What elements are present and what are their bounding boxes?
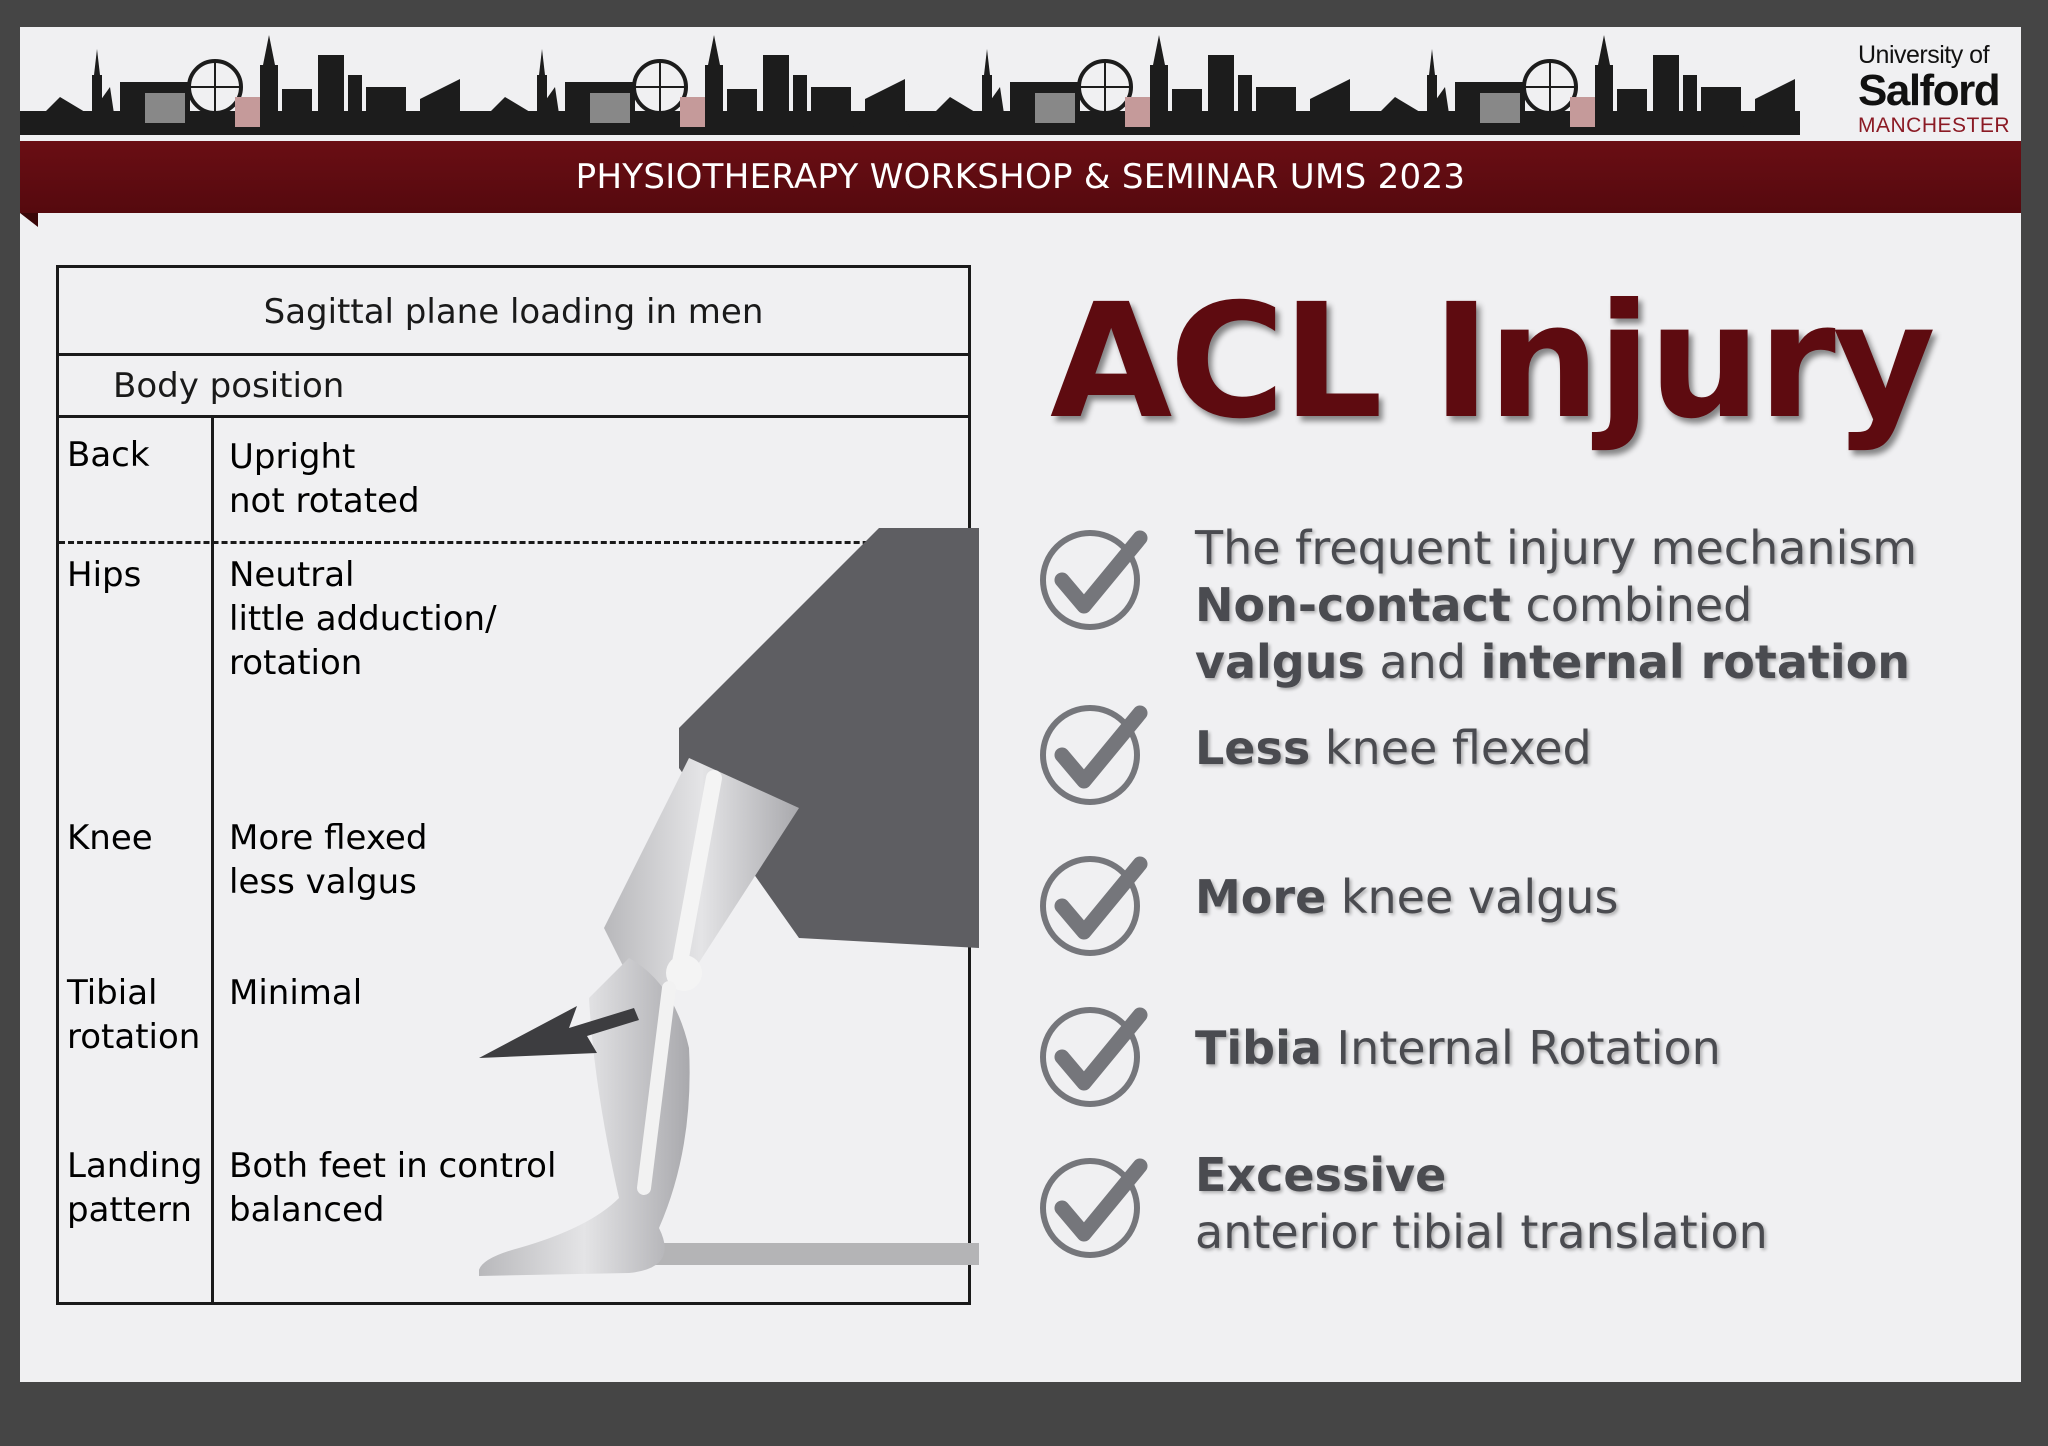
body-position-table: Sagittal plane loading in men Body posit… bbox=[56, 265, 979, 1305]
table-body-part-line: rotation bbox=[67, 1017, 201, 1057]
table-body-part-line: Back bbox=[67, 435, 150, 475]
table-body-part-line: Knee bbox=[67, 818, 153, 858]
table-body-part: Hips bbox=[67, 553, 141, 597]
table-description: Minimal bbox=[229, 971, 362, 1015]
table-description-line: less valgus bbox=[229, 862, 417, 902]
table-body-part: Knee bbox=[67, 816, 153, 860]
bullet-text: Less knee flexed bbox=[1195, 720, 1592, 777]
table-description-line: Neutral bbox=[229, 555, 355, 595]
knee-joint bbox=[666, 955, 702, 991]
slide: University of Salford MANCHESTER PHYSIOT… bbox=[20, 27, 2021, 1382]
banner-title: PHYSIOTHERAPY WORKSHOP & SEMINAR UMS 202… bbox=[20, 141, 2021, 213]
table-description-line: Both feet in control bbox=[229, 1146, 557, 1186]
force-arrow bbox=[479, 1006, 639, 1058]
banner-fold bbox=[20, 213, 38, 227]
check-circle-icon bbox=[1040, 1007, 1148, 1107]
table-body-part-line: Tibial bbox=[67, 973, 158, 1013]
bullet-emphasis: Excessive bbox=[1195, 1148, 1447, 1202]
bullet-line: Tibia Internal Rotation bbox=[1195, 1020, 1721, 1077]
check-circle-icon bbox=[1040, 705, 1148, 805]
bullet-line: The frequent injury mechanism bbox=[1195, 520, 1917, 577]
logo-line-2: Salford bbox=[1858, 66, 2001, 115]
bullet-plain: The frequent injury mechanism bbox=[1195, 521, 1918, 575]
bullet-plain: knee valgus bbox=[1326, 870, 1619, 924]
table-title: Sagittal plane loading in men bbox=[59, 268, 968, 356]
bullet-plain: combined bbox=[1510, 578, 1753, 632]
table-body-part-line: pattern bbox=[67, 1190, 192, 1230]
bullet-plain: Internal Rotation bbox=[1321, 1021, 1721, 1075]
bullet-emphasis: Tibia bbox=[1195, 1021, 1322, 1075]
table-description-line: rotation bbox=[229, 643, 363, 683]
bullet-emphasis: valgus bbox=[1195, 635, 1365, 689]
bullet-plain: anterior tibial translation bbox=[1195, 1205, 1768, 1259]
table-body-part-line: Landing bbox=[67, 1146, 203, 1186]
bullet-line: anterior tibial translation bbox=[1195, 1204, 1768, 1261]
logo-line-1: University of bbox=[1858, 41, 1990, 69]
table-description-line: balanced bbox=[229, 1190, 385, 1230]
table-body-part: Back bbox=[67, 433, 150, 477]
city-skyline-graphic bbox=[20, 33, 1802, 137]
bullet-emphasis: internal rotation bbox=[1480, 635, 1911, 689]
bullet-emphasis: More bbox=[1195, 870, 1327, 924]
tibia-bone bbox=[637, 981, 676, 1195]
bullet-line: Less knee flexed bbox=[1195, 720, 1592, 777]
check-circle-icon bbox=[1040, 856, 1148, 956]
femur-bone bbox=[671, 770, 722, 976]
bullet-emphasis: Non-contact bbox=[1195, 578, 1511, 632]
check-circle-icon bbox=[1040, 530, 1148, 630]
bullet-line: valgus and internal rotation bbox=[1195, 634, 1917, 691]
table-description-line: Upright bbox=[229, 437, 356, 477]
logo-line-3: MANCHESTER bbox=[1858, 114, 2011, 137]
bullet-emphasis: Less bbox=[1195, 721, 1311, 775]
table-description-line: Minimal bbox=[229, 973, 363, 1013]
table-body-part-line: Hips bbox=[67, 555, 142, 595]
column-divider bbox=[211, 418, 214, 1305]
skyline-banner bbox=[20, 27, 1830, 139]
bullet-text: Tibia Internal Rotation bbox=[1195, 1020, 1721, 1077]
university-logo: University of Salford MANCHESTER bbox=[1858, 41, 2018, 139]
bullet-text: More knee valgus bbox=[1195, 869, 1618, 926]
table-description-line: not rotated bbox=[229, 481, 420, 521]
leg-illustration bbox=[479, 528, 979, 1276]
bullet-plain: knee flexed bbox=[1310, 721, 1592, 775]
lower-leg-shape bbox=[479, 958, 690, 1276]
bullet-plain: and bbox=[1364, 635, 1481, 689]
bullet-line: Excessive bbox=[1195, 1147, 1768, 1204]
main-title: ACL Injury bbox=[1050, 270, 1936, 454]
table-subtitle: Body position bbox=[59, 356, 968, 418]
table-description-line: More flexed bbox=[229, 818, 428, 858]
bullet-line: More knee valgus bbox=[1195, 869, 1618, 926]
floor-shape bbox=[579, 1243, 979, 1265]
dashed-divider bbox=[59, 541, 968, 544]
bullet-line: Non-contact combined bbox=[1195, 577, 1917, 634]
check-circle-icon bbox=[1040, 1158, 1148, 1258]
table-description-line: little adduction/ bbox=[229, 599, 497, 639]
